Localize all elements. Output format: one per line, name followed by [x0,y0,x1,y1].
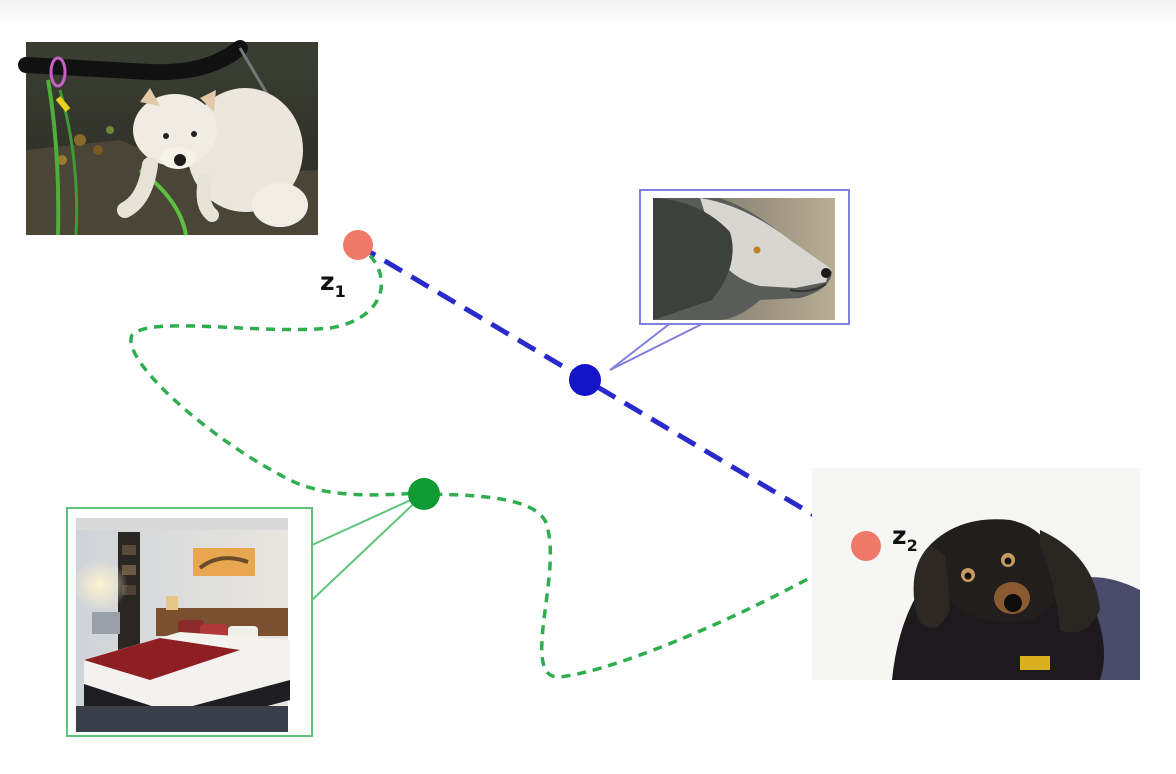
curved-interpolation-path [129,243,867,679]
bedroom-callout [66,493,425,737]
z2-label-sub: 2 [907,536,918,555]
z1-label-main: z [320,267,335,296]
photo-dachshund [812,468,1140,680]
curved-midpoint-dot [408,478,440,510]
top-shadow [0,0,1176,24]
z2-label-main: z [892,521,907,550]
linear-interpolation-path [356,242,868,549]
z2-label: z2 [892,521,918,555]
photo-collie [653,198,835,320]
endpoint-z2-dot [851,531,881,561]
endpoint-z1-dot [343,230,373,260]
photo-white-dog [18,40,318,236]
photo-bedroom [72,518,290,732]
z1-label: z1 [320,267,346,301]
linear-midpoint-dot [569,364,601,396]
collie-callout [609,189,850,371]
z1-label-sub: 1 [335,282,346,301]
